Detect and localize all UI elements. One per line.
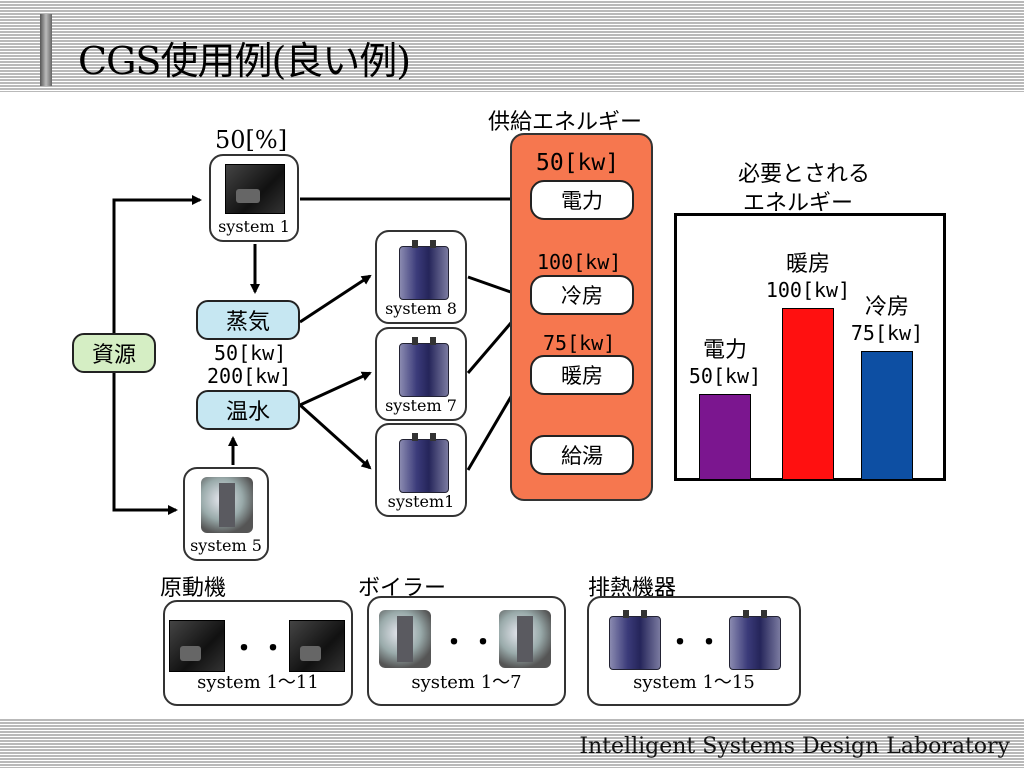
bar-power — [699, 394, 751, 480]
needed-header-line2: エネルギー — [743, 191, 854, 216]
needed-energy-chart: 電力 暖房 冷房 50[kw] 100[kw] 75[kw] — [674, 213, 946, 481]
supply-heating-label: 暖房 — [561, 364, 603, 388]
boiler-group: ・・・ system 1～7 — [367, 596, 566, 706]
top-system-node: system 1 — [209, 154, 299, 242]
exhaust-system-1-caption: system1 — [387, 492, 455, 511]
footer-band — [0, 718, 1024, 768]
supply-header: 供給エネルギー — [488, 110, 643, 135]
boiler-group-caption: system 1～7 — [411, 672, 522, 693]
exhaust-device-image-icon — [609, 609, 661, 670]
bar-cooling — [861, 351, 913, 480]
supply-power-value: 50[kw] — [536, 150, 620, 176]
exhaust-system-1-node: system1 — [375, 423, 467, 517]
bar-value-power: 50[kw] — [688, 364, 762, 388]
exhaust-system-7-caption: system 7 — [385, 396, 457, 415]
steam-value: 50[kw] — [214, 341, 287, 365]
needed-header-line1: 必要とされる — [738, 162, 871, 187]
engine-image-icon — [225, 164, 285, 214]
engine-group: ・・・ system 1～11 — [163, 600, 353, 706]
bar-value-heating: 100[kw] — [765, 278, 851, 302]
supply-hotwater-label: 給湯 — [561, 444, 603, 468]
top-system-caption: system 1 — [218, 217, 290, 236]
boiler-system-caption: system 5 — [190, 536, 262, 555]
bar-label-power: 電力 — [702, 338, 748, 363]
exhaust-group: ・・・ system 1～15 — [587, 596, 801, 706]
slide-title: CGS使用例(良い例) — [78, 39, 411, 83]
header-band — [0, 0, 1024, 92]
bar-label-heating: 暖房 — [785, 252, 831, 277]
bar-label-cooling: 冷房 — [864, 295, 910, 320]
supply-heating-value: 75[kw] — [543, 331, 616, 355]
engine-group-title: 原動機 — [160, 576, 227, 601]
exhaust-system-8-node: system 8 — [375, 230, 467, 324]
exhaust-system-7-node: system 7 — [375, 327, 467, 421]
engine-image-icon — [289, 620, 345, 672]
boiler-image-icon — [499, 610, 551, 668]
supply-cooling-label: 冷房 — [561, 284, 603, 308]
hot-water-label: 温水 — [225, 400, 270, 425]
supply-heating-pill: 暖房 — [530, 355, 634, 395]
hot-water-pill: 温水 — [196, 390, 300, 430]
supply-hotwater-pill: 給湯 — [530, 435, 634, 475]
exhaust-device-image-icon — [399, 336, 449, 397]
supply-power-pill: 電力 — [530, 180, 634, 220]
engine-group-caption: system 1～11 — [197, 672, 319, 693]
top-system-percent: 50[%] — [215, 126, 288, 154]
supply-power-label: 電力 — [561, 189, 603, 213]
bar-heating — [782, 308, 834, 480]
exhaust-device-image-icon — [729, 609, 781, 670]
bar-value-cooling: 75[kw] — [850, 321, 924, 345]
exhaust-device-image-icon — [399, 432, 449, 493]
resource-label: 資源 — [91, 343, 136, 368]
exhaust-system-8-caption: system 8 — [385, 299, 457, 318]
steam-label: 蒸気 — [225, 310, 270, 335]
footer-text: Intelligent Systems Design Laboratory — [579, 734, 1010, 759]
boiler-image-icon — [201, 477, 253, 533]
supply-cooling-pill: 冷房 — [530, 275, 634, 315]
engine-image-icon — [169, 620, 225, 672]
steam-pill: 蒸気 — [196, 300, 300, 340]
hot-water-value: 200[kw] — [207, 364, 292, 388]
boiler-image-icon — [379, 610, 431, 668]
exhaust-device-image-icon — [399, 239, 449, 300]
resource-pill: 資源 — [72, 333, 156, 373]
supply-cooling-value: 100[kw] — [537, 250, 622, 274]
title-accent-bar — [40, 14, 52, 86]
boiler-system-node: system 5 — [183, 467, 269, 561]
exhaust-group-caption: system 1～15 — [633, 672, 755, 693]
